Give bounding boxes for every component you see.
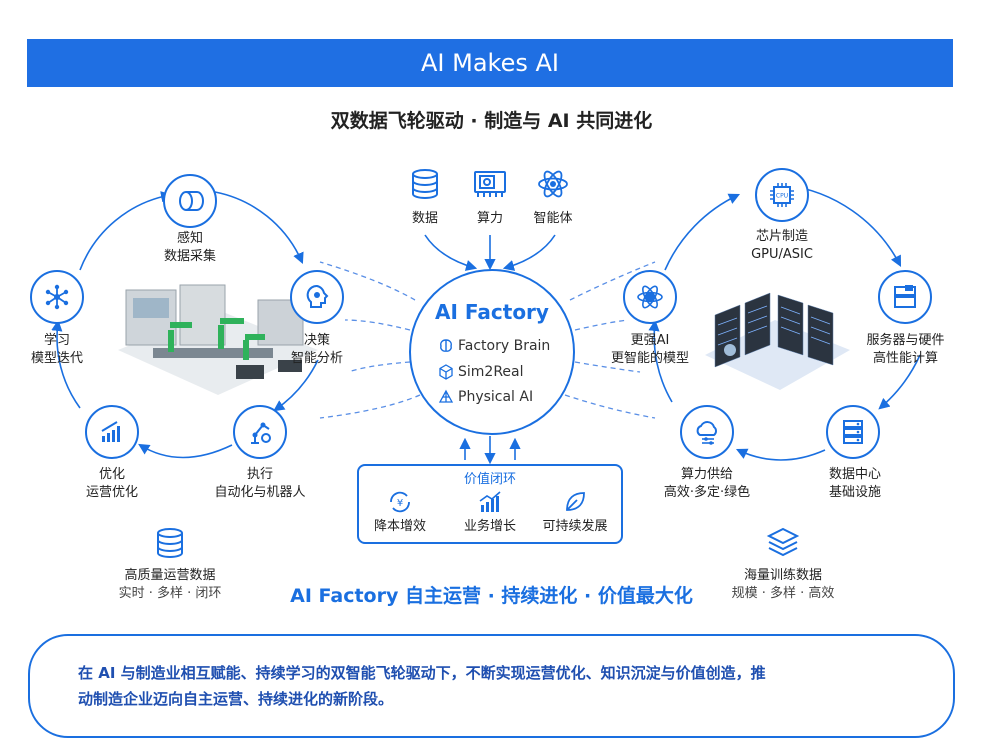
database-icon: [157, 528, 183, 558]
value-item: 业务增长: [463, 519, 516, 534]
network-icon: [30, 270, 84, 324]
tagline: AI Factory 自主运营 · 持续进化 · 价值最大化: [290, 585, 693, 607]
cycle-arc: [79, 191, 173, 271]
dc-label: 数据中心基础设施: [828, 467, 881, 500]
value-loop-box: [357, 464, 623, 544]
banner-title: AI Makes AI: [421, 49, 559, 77]
brain-icon: [440, 339, 452, 352]
gpu-card-icon: [474, 171, 506, 197]
layers-icon: [766, 527, 800, 557]
cloud-icon: [680, 405, 734, 459]
supply-label: 算力供给高效·多定·绿色: [663, 467, 751, 500]
value-loop-title: 价值闭环: [463, 472, 516, 487]
cycle-arc: [664, 193, 741, 271]
factory-title: AI Factory: [435, 300, 549, 324]
leaf-icon: [566, 492, 585, 511]
robot-arm-icon: [233, 405, 287, 459]
cycle-arc: [878, 354, 921, 410]
datacenter-illustration: [705, 292, 850, 390]
cycle-arc: [648, 319, 673, 403]
right-data-label: 海量训练数据规模 · 多样 · 高效: [731, 568, 835, 601]
triangle-icon: [438, 389, 454, 403]
server-label: 服务器与硬件高性能计算: [866, 333, 945, 366]
factory-illustration: [118, 284, 318, 395]
factory-item: Factory Brain: [438, 338, 550, 354]
chart-growth-icon: [85, 405, 139, 459]
subtitle: 双数据飞轮驱动 · 制造与 AI 共同进化: [330, 110, 653, 132]
decide-label: 决策智能分析: [290, 333, 343, 366]
execute-label: 执行自动化与机器人: [214, 467, 306, 500]
value-item: 降本增效: [373, 519, 426, 534]
ai-atom-icon: [623, 270, 677, 324]
database-icon: [412, 169, 438, 199]
cube-icon: [439, 364, 453, 380]
cycle-arc: [138, 443, 233, 459]
factory-item: Physical AI: [438, 389, 533, 405]
cost-cycle-icon: ¥: [390, 491, 410, 513]
footer-text: 在 AI 与制造业相互赋能、持续学习的双智能飞轮驱动下，不断实现运营优化、知识沉…: [78, 664, 766, 708]
input-compute-label: 算力: [476, 211, 503, 226]
server-icon: [878, 270, 932, 324]
chip-icon: CPU: [755, 168, 809, 222]
title-banner: AI Makes AI: [27, 39, 953, 87]
value-item: 可持续发展: [542, 519, 608, 534]
factory-item: Sim2Real: [438, 364, 524, 380]
cycle-arc: [214, 191, 304, 265]
yen-symbol: ¥: [397, 498, 403, 509]
input-data-label: 数据: [411, 211, 438, 226]
growth-chart-icon: [479, 491, 501, 512]
cycle-arc: [51, 319, 81, 409]
sense-label: 感知数据采集: [163, 231, 216, 264]
learn-label: 学习模型迭代: [30, 333, 83, 366]
factory-circle: [409, 269, 575, 435]
cycle-arc: [273, 359, 319, 412]
decide-icon: [290, 270, 344, 324]
atom-icon: [538, 170, 568, 198]
cycle-arc: [735, 448, 826, 461]
left-data-label: 高质量运营数据实时 · 多样 · 闭环: [118, 568, 222, 601]
chip-text: CPU: [776, 193, 788, 200]
footer-box: [28, 634, 955, 738]
optimize-label: 优化运营优化: [85, 467, 138, 500]
sense-icon: [163, 174, 217, 228]
datacenter-icon: [826, 405, 880, 459]
input-agent-label: 智能体: [533, 211, 573, 226]
